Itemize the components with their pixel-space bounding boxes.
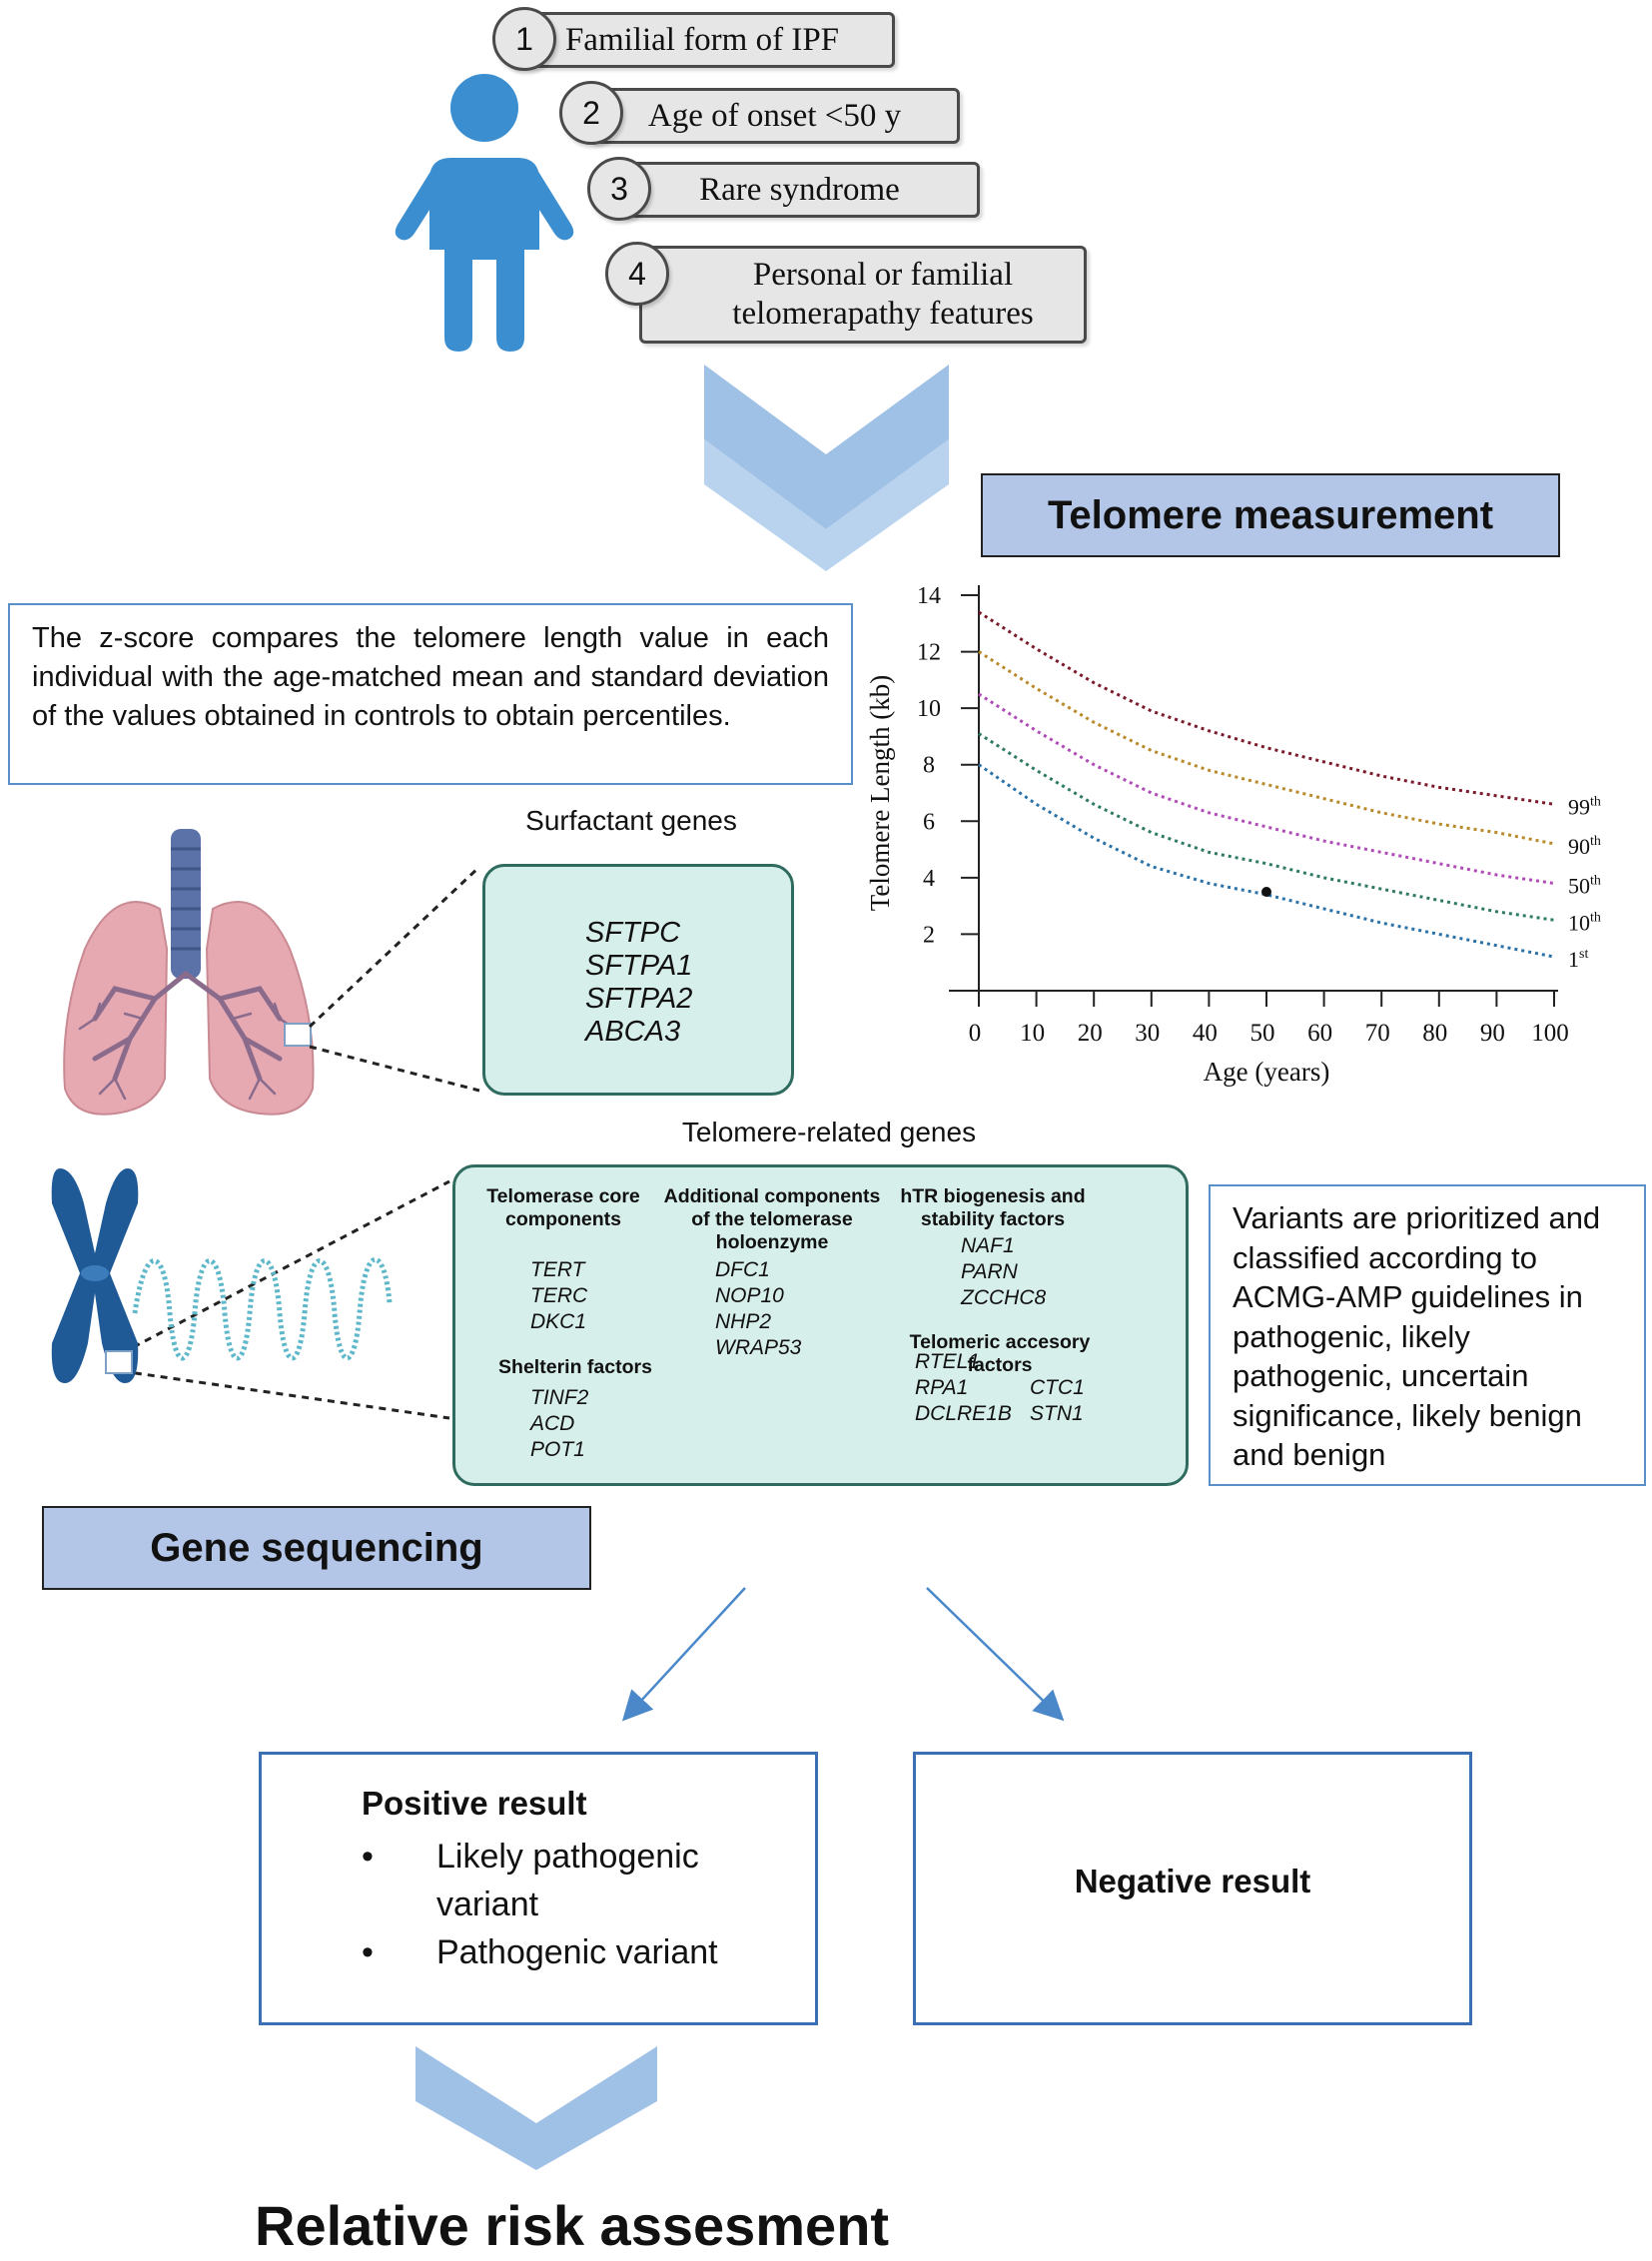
gene-item: ACD [530,1412,575,1435]
bullet-icon: • [362,1933,374,1971]
gene-item: NAF1 [961,1234,1015,1257]
group-heading: Additional components of the telomerase … [663,1185,881,1253]
x-tick-label: 70 [1365,1020,1390,1047]
criterion-1-number: 1 [492,7,556,71]
bullet-icon: • [362,1838,374,1876]
y-tick-label: 14 [917,583,941,609]
x-tick-label: 0 [969,1020,982,1047]
person-icon [395,74,574,352]
variants-description: Variants are prioritized and classified … [1209,1184,1646,1486]
criterion-4-box: Personal or familial telomerapathy featu… [639,246,1087,344]
x-tick-label: 100 [1531,1020,1569,1047]
gene-item: RPA1 [915,1376,969,1399]
x-axis-label: Age (years) [1204,1057,1330,1087]
positive-result-box: Positive result • Likely pathogenic vari… [259,1752,818,2025]
group-heading: Telomerase core components [486,1185,640,1230]
criterion-3-box: Rare syndrome [619,162,980,218]
chevron-down-icon [704,365,949,571]
gene-item: TERC [530,1284,588,1307]
series-line-50 [978,692,1555,885]
x-tick-label: 80 [1422,1020,1447,1047]
criterion-2-label: Age of onset <50 y [647,97,902,134]
positive-item: Likely pathogenic variant [436,1838,699,1923]
gene-item: ABCA3 [585,1016,681,1048]
patient-marker [1261,887,1271,897]
series-line-99 [978,610,1555,806]
y-tick-label: 8 [923,753,935,779]
negative-result-box: Negative result [913,1752,1472,2025]
gene-item: DKC1 [530,1310,587,1333]
gene-item: DFC1 [715,1258,770,1281]
gene-item: SFTPA1 [585,950,693,982]
gene-item: SFTPC [585,917,681,949]
chevron-down-icon [415,2046,657,2170]
relative-risk-title: Relative risk assesment [255,2194,890,2257]
y-tick-label: 6 [923,809,935,835]
gene-item: DCLRE1B [915,1402,1012,1425]
gene-item: RTEL1 [915,1350,980,1373]
telomere-measurement-title: Telomere measurement [981,473,1560,557]
gene-item: STN1 [1030,1402,1084,1425]
gene-item: POT1 [530,1438,585,1461]
y-axis-label: Telomere Length (kb) [865,675,895,912]
criterion-3-number: 3 [587,157,651,221]
criterion-1-label: Familial form of IPF [564,21,840,58]
x-tick-label: 60 [1307,1020,1332,1047]
series-line-10 [978,732,1555,922]
y-tick-label: 4 [923,866,935,892]
criterion-3-label: Rare syndrome [699,171,900,208]
criterion-4-label: Personal or familial telomerapathy featu… [732,257,1034,332]
x-tick-label: 20 [1078,1020,1103,1047]
criterion-2-number: 2 [559,81,623,145]
zscore-description: The z-score compares the telomere length… [8,603,853,785]
telomere-genes-box: Telomerase core components TERT TERC DKC… [452,1164,1189,1486]
positive-item: Pathogenic variant [436,1933,718,1971]
positive-result-title: Positive result [362,1785,587,1822]
series-line-1 [978,763,1555,959]
negative-result-title: Negative result [1074,1863,1311,1899]
gene-item: WRAP53 [715,1336,802,1359]
x-tick-label: 30 [1135,1020,1160,1047]
gene-item: ZCCHC8 [961,1286,1047,1309]
gene-item: TERT [530,1258,585,1281]
x-tick-label: 10 [1020,1020,1045,1047]
y-tick-label: 12 [917,640,941,666]
gene-item: SFTPA2 [585,983,693,1015]
lungs-icon [63,829,315,1116]
surfactant-genes-box: SFTPC SFTPA1 SFTPA2 ABCA3 [482,864,794,1096]
group-heading: hTR biogenesis and stability factors [900,1185,1086,1230]
criterion-4-number: 4 [605,242,669,306]
x-tick-label: 40 [1193,1020,1218,1047]
y-tick-label: 2 [923,922,935,948]
gene-item: CTC1 [1030,1376,1085,1399]
criterion-1-box: Familial form of IPF [509,12,895,68]
gene-item: NOP10 [715,1284,784,1307]
series-line-90 [978,650,1555,846]
y-tick-label: 10 [917,696,941,722]
x-tick-label: 90 [1480,1020,1505,1047]
group-heading: Telomeric accesory factors [909,1331,1091,1376]
gene-item: PARN [961,1260,1018,1283]
x-tick-label: 50 [1250,1020,1275,1047]
chromosome-icon [51,1168,393,1383]
gene-item: NHP2 [715,1310,772,1333]
gene-sequencing-title: Gene sequencing [42,1506,591,1590]
group-heading: Shelterin factors [498,1356,652,1378]
surfactant-title: Surfactant genes [525,805,737,836]
telomere-genes-title: Telomere-related genes [681,1117,977,1147]
gene-item: TINF2 [530,1386,589,1409]
